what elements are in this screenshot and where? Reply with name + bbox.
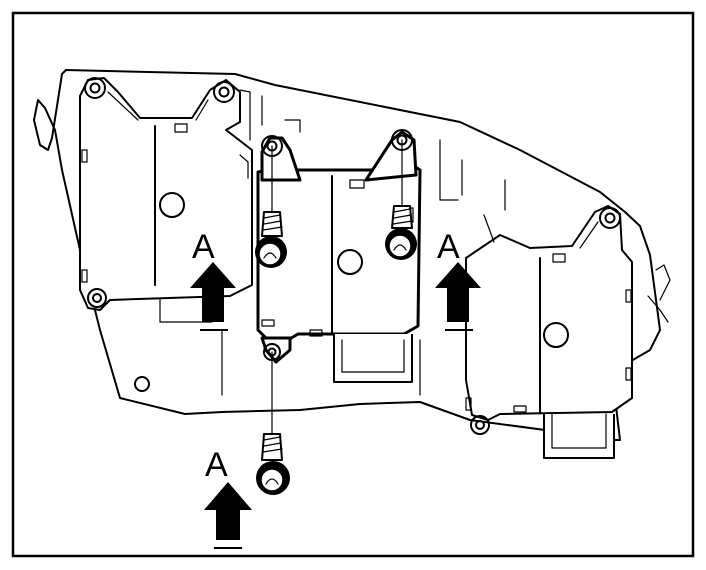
- center-actuator-drive-port: [337, 249, 363, 275]
- left-actuator-drive-port: [159, 192, 185, 218]
- housing-hole: [134, 376, 150, 392]
- screw-left: [255, 211, 287, 268]
- screw-bottom: [256, 433, 290, 495]
- leader-lines: [271, 139, 403, 439]
- right-actuator-drive-port: [543, 322, 569, 348]
- view-arrow-right: A: [435, 228, 481, 331]
- left-actuator-ear-hole: [84, 77, 106, 99]
- callout-letter-bottom: A: [205, 446, 228, 484]
- callout-letter-left: A: [192, 228, 215, 266]
- view-arrow-bottom: A: [204, 446, 252, 549]
- callout-letter-right: A: [437, 228, 460, 266]
- view-arrow-left: A: [190, 228, 236, 331]
- center-actuator: [256, 129, 422, 383]
- screw-right: [385, 205, 417, 260]
- hvac-case-housing: [33, 69, 671, 441]
- right-actuator: [465, 205, 633, 459]
- left-actuator: [79, 77, 253, 311]
